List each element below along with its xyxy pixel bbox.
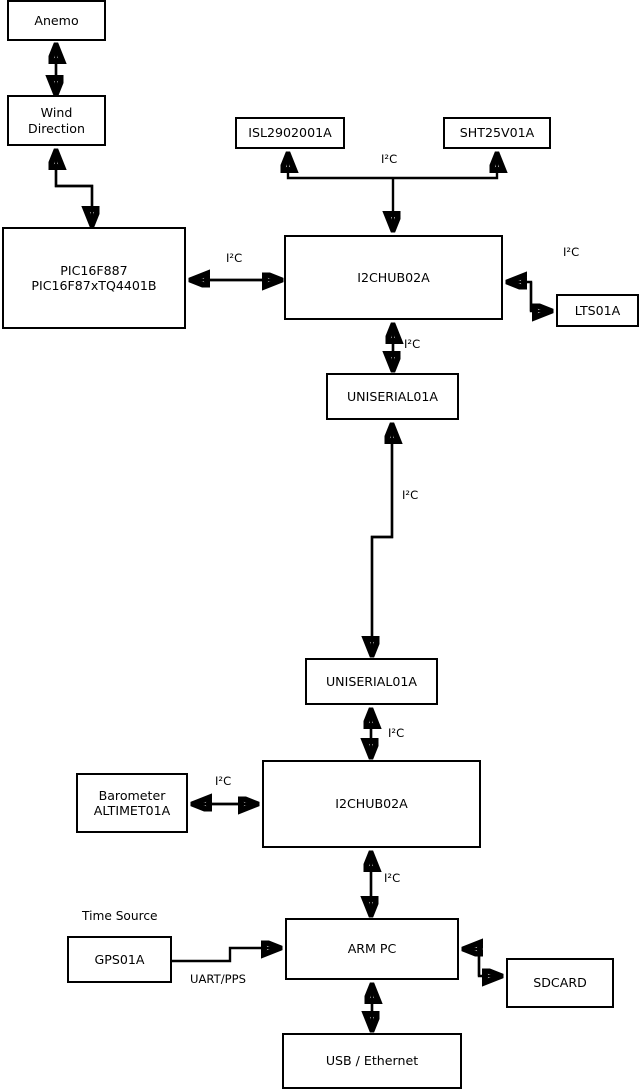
node-i2chub02a-top-label: I2CHUB02A — [357, 269, 430, 285]
node-uniserial01a-top-label: UNISERIAL01A — [346, 388, 439, 404]
node-pic-microcontroller[interactable]: PIC16F887 PIC16F87xTQ4401B — [2, 227, 186, 329]
node-wind-direction-label: Wind Direction — [28, 105, 85, 136]
edge-label-i2c-uniserial-hub2: I²C — [388, 726, 405, 740]
node-barometer-altimet01a-label: Barometer ALTIMET01A — [93, 787, 171, 818]
connector-hubtop-sensors — [288, 155, 497, 229]
connector-uniserial-link — [372, 426, 392, 654]
node-isl2902001a-label: ISL2902001A — [248, 125, 332, 141]
node-lts01a[interactable]: LTS01A — [556, 294, 639, 327]
node-sdcard[interactable]: SDCARD — [506, 958, 614, 1008]
connector-hubtop-lts — [509, 282, 550, 311]
node-i2chub02a-top[interactable]: I2CHUB02A — [284, 235, 503, 320]
node-sht25v01a[interactable]: SHT25V01A — [443, 117, 551, 149]
edge-label-i2c-sensors-top: I²C — [381, 152, 398, 166]
node-pic-microcontroller-label: PIC16F887 PIC16F87xTQ4401B — [31, 262, 157, 293]
node-usb-ethernet-label: USB / Ethernet — [325, 1053, 419, 1069]
node-uniserial01a-bottom[interactable]: UNISERIAL01A — [305, 658, 438, 705]
edge-label-uart-pps: UART/PPS — [190, 972, 246, 986]
edge-label-i2c-pic-hub: I²C — [226, 251, 243, 265]
node-arm-pc-label: ARM PC — [347, 941, 397, 957]
node-gps01a[interactable]: GPS01A — [67, 936, 172, 983]
connector-gps-armpc — [172, 948, 279, 963]
node-wind-direction[interactable]: Wind Direction — [7, 95, 106, 146]
edge-label-i2c-hub-lts: I²C — [563, 245, 580, 259]
edge-label-i2c-uniserial-link: I²C — [402, 488, 419, 502]
node-barometer-altimet01a[interactable]: Barometer ALTIMET01A — [76, 773, 188, 833]
node-usb-ethernet[interactable]: USB / Ethernet — [282, 1033, 462, 1089]
connector-wind-pic — [56, 150, 92, 224]
node-isl2902001a[interactable]: ISL2902001A — [235, 117, 345, 149]
node-sdcard-label: SDCARD — [533, 975, 587, 991]
label-time-source: Time Source — [82, 909, 158, 923]
node-arm-pc[interactable]: ARM PC — [285, 918, 459, 980]
edge-label-i2c-hub2-armpc: I²C — [384, 871, 401, 885]
node-uniserial01a-bottom-label: UNISERIAL01A — [325, 673, 418, 689]
edge-label-i2c-barometer-hub2: I²C — [215, 774, 232, 788]
node-sht25v01a-label: SHT25V01A — [459, 125, 535, 141]
node-uniserial01a-top[interactable]: UNISERIAL01A — [326, 373, 459, 420]
node-anemo-label: Anemo — [34, 12, 79, 28]
node-gps01a-label: GPS01A — [94, 951, 145, 967]
edge-label-i2c-hub-uniserial: I²C — [404, 337, 421, 351]
node-anemo[interactable]: Anemo — [7, 0, 106, 41]
node-i2chub02a-bottom-label: I2CHUB02A — [335, 796, 408, 812]
node-lts01a-label: LTS01A — [574, 302, 621, 318]
connector-armpc-sdcard — [465, 949, 500, 976]
node-i2chub02a-bottom[interactable]: I2CHUB02A — [262, 760, 481, 848]
